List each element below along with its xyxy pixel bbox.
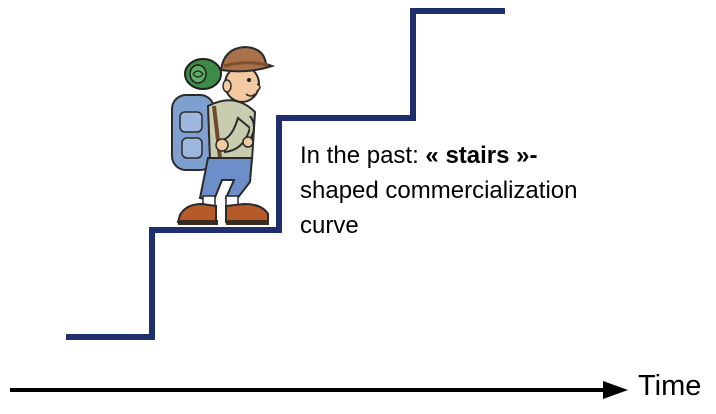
- stairs-curve-caption: In the past: « stairs »- shaped commerci…: [300, 138, 700, 243]
- time-axis-label: Time: [638, 370, 702, 402]
- hiker-icon: [171, 45, 276, 225]
- time-axis: [10, 381, 628, 399]
- caption-prefix: In the past:: [300, 142, 426, 169]
- caption-line-2: shaped commercialization: [300, 177, 578, 204]
- caption-line-3: curve: [300, 212, 359, 239]
- stairs-curve: [66, 8, 505, 340]
- caption-emphasis: « stairs »-: [425, 142, 538, 169]
- time-axis-arrowhead: [603, 381, 628, 399]
